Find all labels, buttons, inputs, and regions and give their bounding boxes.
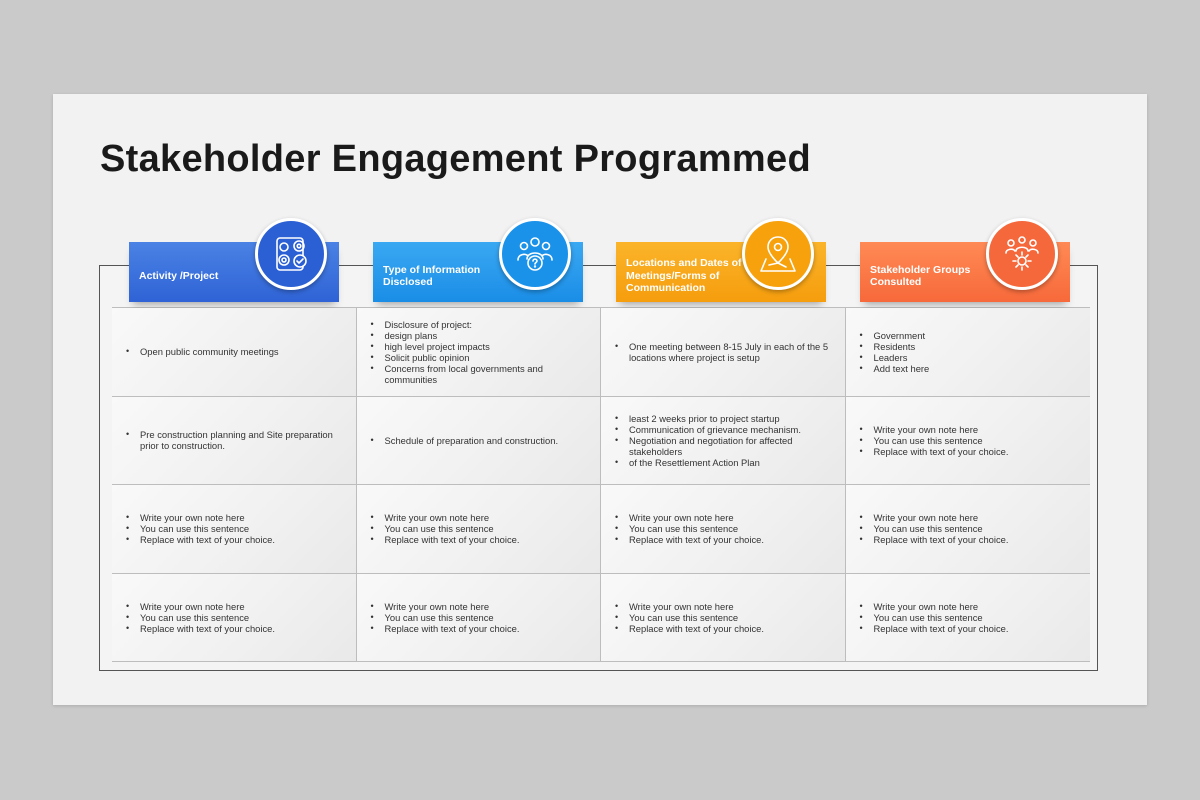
column-header-label: Activity /Project [139,269,219,282]
bullet-item: Negotiation and negotiation for affected… [615,435,835,457]
bullet-list: Schedule of preparation and construction… [371,435,559,446]
bullet-item: You can use this sentence [615,523,764,534]
bullet-item: Solicit public opinion [371,352,591,363]
bullet-item: You can use this sentence [860,435,1009,446]
bullet-item: Write your own note here [126,512,275,523]
table-cell: Schedule of preparation and construction… [356,396,601,485]
bullet-item: high level project impacts [371,341,591,352]
bullet-item: You can use this sentence [615,612,764,623]
bullet-list: least 2 weeks prior to project startupCo… [615,413,835,468]
bullet-item: Concerns from local governments and comm… [371,363,591,385]
bullet-item: Communication of grievance mechanism. [615,424,835,435]
bullet-list: Write your own note hereYou can use this… [860,601,1009,634]
bullet-item: Replace with text of your choice. [371,534,520,545]
bullet-list: Write your own note hereYou can use this… [126,601,275,634]
bullet-item: Open public community meetings [126,346,279,357]
bullet-list: Write your own note hereYou can use this… [126,512,275,545]
bullet-item: Write your own note here [371,512,520,523]
bullet-list: Disclosure of project:design planshigh l… [371,319,591,385]
column-header-information: Type of Information Disclosed [373,218,583,302]
bullet-item: Replace with text of your choice. [860,446,1009,457]
bullet-list: Open public community meetings [126,346,279,357]
bullet-item: Write your own note here [860,601,1009,612]
table-cell: least 2 weeks prior to project startupCo… [601,396,846,485]
bullet-item: You can use this sentence [371,612,520,623]
bullet-item: least 2 weeks prior to project startup [615,413,835,424]
table-cell: One meeting between 8-15 July in each of… [601,308,846,397]
activity-checklist-icon [255,218,327,290]
bullet-item: One meeting between 8-15 July in each of… [615,341,835,363]
bullet-item: Residents [860,341,930,352]
table-cell: Write your own note hereYou can use this… [845,485,1090,574]
bullet-item: of the Resettlement Action Plan [615,457,835,468]
bullet-item: Replace with text of your choice. [126,623,275,634]
bullet-item: Replace with text of your choice. [126,534,275,545]
table-cell: Write your own note hereYou can use this… [601,573,846,662]
column-header-label: Stakeholder Groups Consulted [870,263,971,289]
bullet-item: Write your own note here [860,424,1009,435]
bullet-item: Replace with text of your choice. [615,623,764,634]
group-gear-icon [986,218,1058,290]
table-cell: Write your own note hereYou can use this… [356,573,601,662]
table-cell: Write your own note hereYou can use this… [845,396,1090,485]
bullet-item: You can use this sentence [126,523,275,534]
bullet-item: Government [860,330,930,341]
bullet-item: Replace with text of your choice. [371,623,520,634]
bullet-list: GovernmentResidentsLeadersAdd text here [860,330,930,374]
bullet-item: Replace with text of your choice. [615,534,764,545]
column-header-stakeholders: Stakeholder Groups Consulted [860,218,1070,302]
bullet-item: Disclosure of project: [371,319,591,330]
bullet-item: You can use this sentence [860,523,1009,534]
column-header-locations: Locations and Dates of Meetings/Forms of… [616,218,826,302]
bullet-list: Write your own note hereYou can use this… [860,512,1009,545]
bullet-item: Replace with text of your choice. [860,534,1009,545]
table-cell: Disclosure of project:design planshigh l… [356,308,601,397]
bullet-list: Write your own note hereYou can use this… [371,601,520,634]
bullet-item: Write your own note here [615,512,764,523]
page-title: Stakeholder Engagement Programmed [100,138,811,180]
bullet-item: Leaders [860,352,930,363]
table-cell: GovernmentResidentsLeadersAdd text here [845,308,1090,397]
bullet-item: Write your own note here [860,512,1009,523]
bullet-list: Write your own note hereYou can use this… [615,601,764,634]
bullet-item: Write your own note here [615,601,764,612]
table-cell: Pre construction planning and Site prepa… [112,396,357,485]
engagement-table: Open public community meetings Disclosure… [112,308,1090,662]
bullet-list: One meeting between 8-15 July in each of… [615,341,835,363]
bullet-item: Schedule of preparation and construction… [371,435,559,446]
bullet-item: Add text here [860,363,930,374]
bullet-item: Replace with text of your choice. [860,623,1009,634]
bullet-list: Write your own note hereYou can use this… [615,512,764,545]
people-question-icon [499,218,571,290]
column-header-label: Locations and Dates of Meetings/Forms of… [626,257,742,295]
bullet-item: Pre construction planning and Site prepa… [126,429,346,451]
bullet-item: You can use this sentence [126,612,275,623]
bullet-item: Write your own note here [126,601,275,612]
bullet-item: You can use this sentence [371,523,520,534]
table-top-border [112,307,1090,308]
table-cell: Write your own note hereYou can use this… [845,573,1090,662]
table-cell: Write your own note hereYou can use this… [112,573,357,662]
table-cell: Write your own note hereYou can use this… [356,485,601,574]
bullet-item: Write your own note here [371,601,520,612]
column-header-label: Type of Information Disclosed [383,263,481,289]
table-cell: Write your own note hereYou can use this… [112,485,357,574]
bullet-list: Write your own note hereYou can use this… [860,424,1009,457]
map-pin-icon [742,218,814,290]
bullet-item: You can use this sentence [860,612,1009,623]
table-cell: Write your own note hereYou can use this… [601,485,846,574]
bullet-item: design plans [371,330,591,341]
table-cell: Open public community meetings [112,308,357,397]
bullet-list: Pre construction planning and Site prepa… [126,429,346,451]
bullet-list: Write your own note hereYou can use this… [371,512,520,545]
slide: Stakeholder Engagement Programmed Activi… [53,94,1147,705]
column-header-activity: Activity /Project [129,218,339,302]
